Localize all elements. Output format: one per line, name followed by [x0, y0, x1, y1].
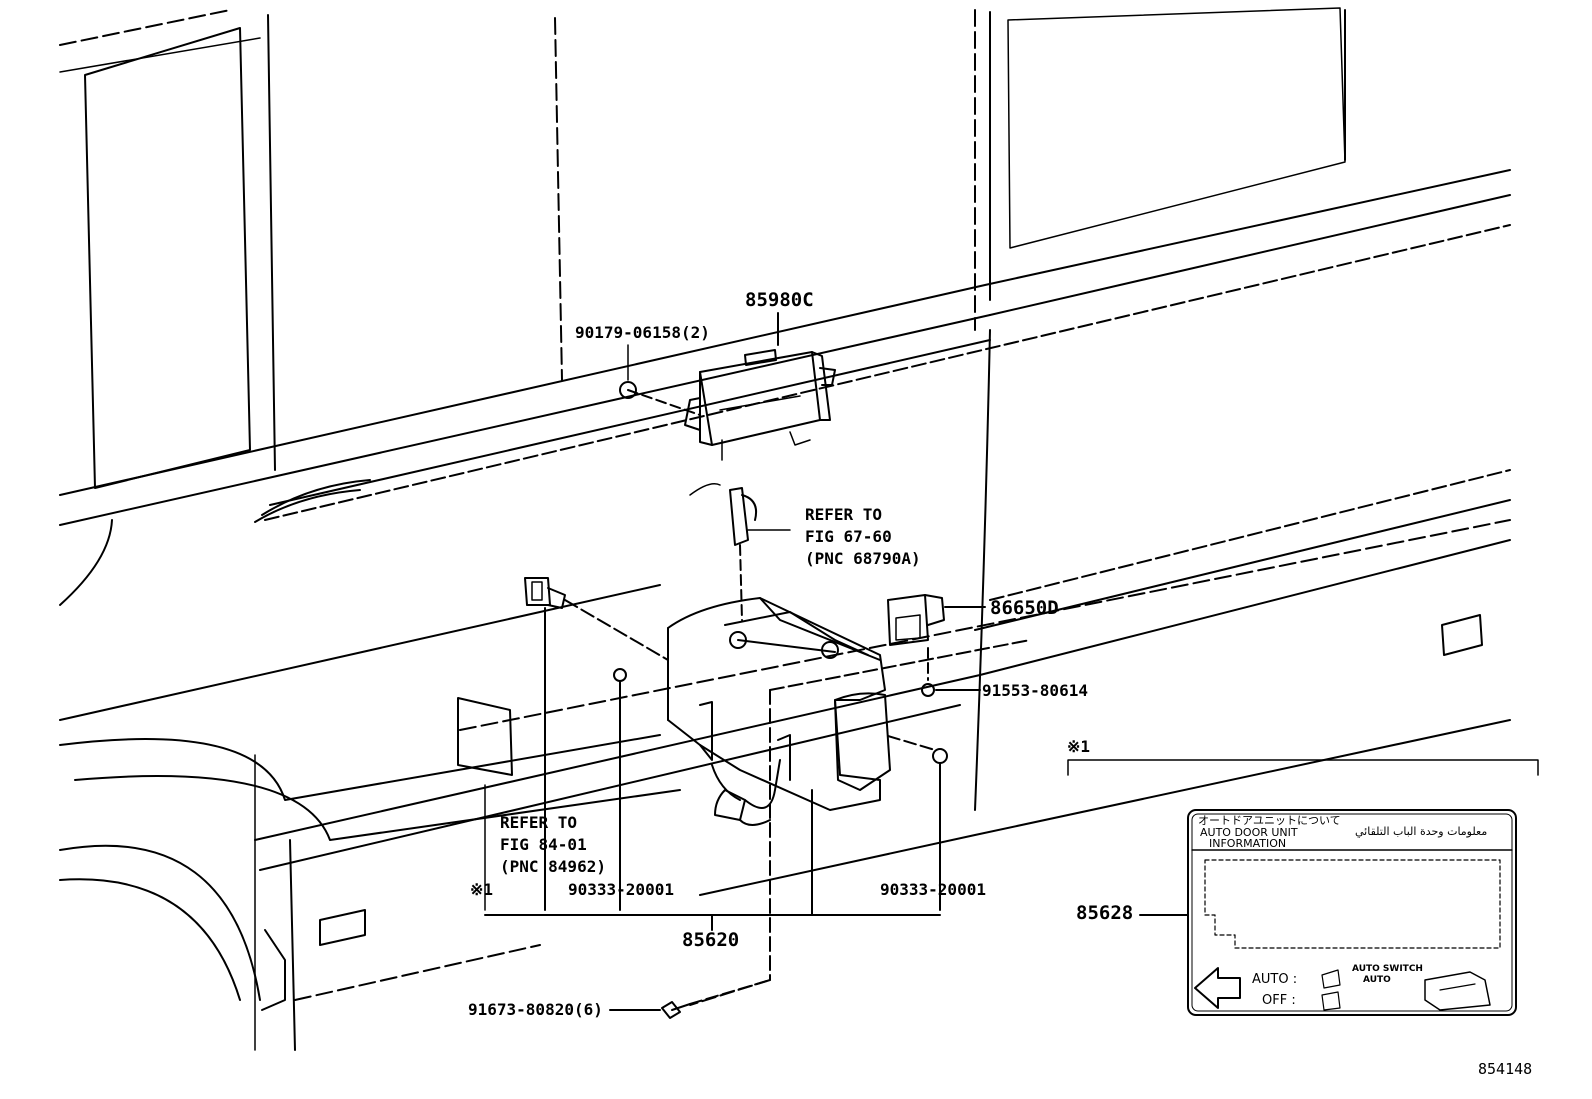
ref-fig84-line2: FIG 84-01	[500, 835, 587, 854]
note-mark-inset: ※1	[1067, 737, 1091, 756]
ecu-module	[684, 349, 836, 461]
arrow-left-icon	[1194, 967, 1241, 1009]
door-actuator-unit	[667, 597, 891, 826]
part-number-90179: 90179-06158(2)	[575, 323, 710, 342]
ref-fig67-line2: FIG 67-60	[805, 527, 892, 546]
part-number-85628: 85628	[1076, 902, 1134, 924]
label-auto-switch: AUTO SWITCH	[1352, 964, 1423, 974]
label-ar-title: معلومات وحدة الباب التلقائي	[1355, 825, 1488, 838]
part-number-86650d: 86650D	[990, 597, 1059, 619]
ref-fig67-line1: REFER TO	[805, 505, 883, 524]
connector-86650d	[887, 594, 945, 646]
switch-connector	[524, 577, 566, 609]
label-off: OFF :	[1262, 993, 1296, 1008]
part-number-90333-left: 90333-20001	[568, 880, 674, 899]
rod-connector	[729, 487, 749, 546]
nut-90179	[619, 381, 637, 399]
label-en-title-2: INFORMATION	[1209, 837, 1287, 850]
part-number-90333-right: 90333-20001	[880, 880, 986, 899]
bolt-91673	[661, 1001, 691, 1019]
label-auto: AUTO :	[1252, 972, 1298, 987]
label-switch-auto: AUTO	[1363, 975, 1391, 985]
ref-fig84-line1: REFER TO	[500, 813, 578, 832]
ref-fig84-line3: (PNC 84962)	[500, 857, 606, 876]
diagram-id: 854148	[1478, 1060, 1533, 1078]
vehicle-body-outline	[59, 7, 1511, 1051]
switch-icon	[1424, 971, 1491, 1011]
label-en-title-1: AUTO DOOR UNIT	[1200, 826, 1298, 839]
grommet-left	[613, 668, 627, 682]
part-number-91553: 91553-80614	[982, 681, 1088, 700]
grommet-right	[932, 748, 948, 764]
part-number-85620: 85620	[682, 929, 740, 951]
ref-fig67-line3: (PNC 68790A)	[805, 549, 921, 568]
clip-91553	[921, 683, 935, 697]
label-plate	[457, 697, 513, 776]
label-inset-frame	[1187, 809, 1517, 1016]
label-jp-title: オートドアユニットについて	[1198, 814, 1341, 827]
note-mark-left: ※1	[470, 880, 494, 899]
part-number-91673: 91673-80820(6)	[468, 1000, 603, 1019]
part-number-85980c: 85980C	[745, 289, 814, 311]
